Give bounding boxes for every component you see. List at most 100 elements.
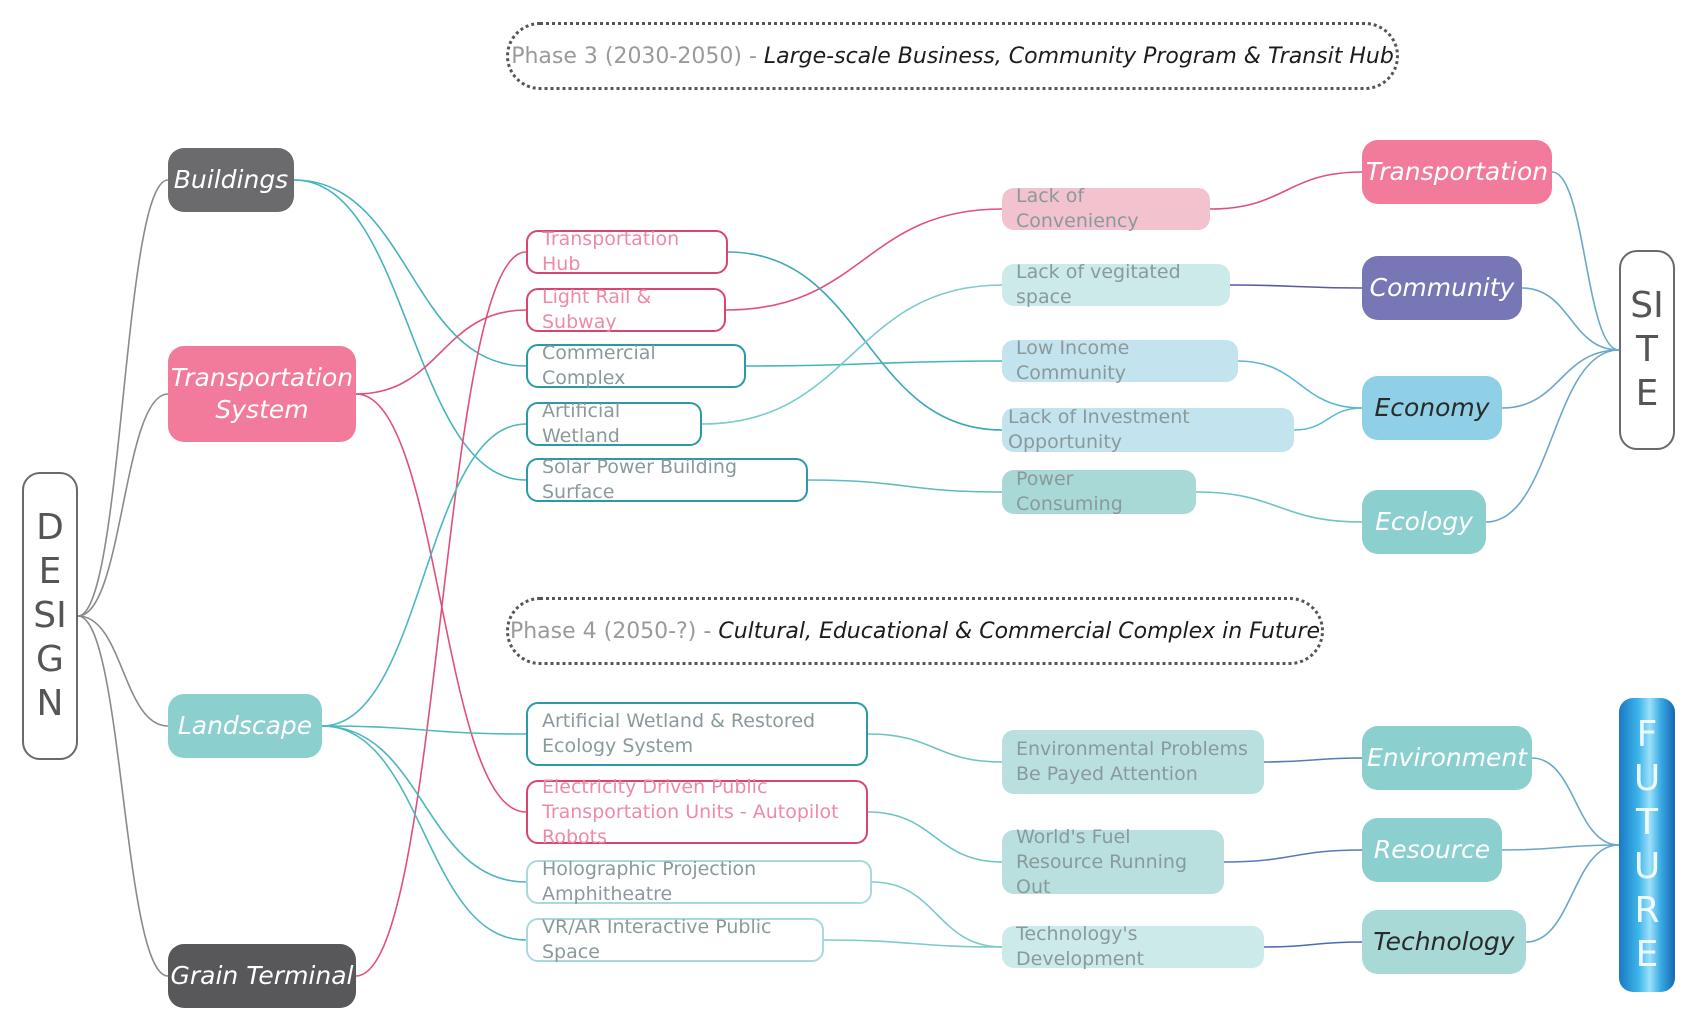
connector-vr-ar-to-tech-development: [823, 939, 1003, 948]
fuel-resource-label: World's Fuel Resource Running Out: [1016, 825, 1188, 898]
light-rail-label: Light Rail & Subway: [542, 286, 652, 333]
site-pillar-label: SITE: [1630, 285, 1664, 414]
commercial-complex-node: Commercial Complex: [526, 342, 746, 389]
resource-node: Resource: [1362, 818, 1502, 882]
env-problems-node: Environmental Problems Be Payed Attentio…: [1002, 730, 1264, 794]
connector-landscape-to-artificial-wetland: [321, 423, 527, 727]
connector-site-pillar-to-transportation: [1551, 171, 1620, 351]
artificial-wetland-label: Artificial Wetland: [542, 400, 621, 447]
lack-vegetated-node: Lack of vegitated space: [1002, 261, 1230, 308]
env-problems-label: Environmental Problems Be Payed Attentio…: [1016, 738, 1248, 785]
connector-technology-to-tech-development: [1263, 941, 1363, 948]
landscape-node: Landscape: [168, 694, 322, 758]
connector-artificial-wetland-to-lack-vegetated: [701, 284, 1003, 425]
future-pillar-label: FUTURE: [1633, 714, 1661, 975]
technology-label: Technology: [1373, 927, 1515, 956]
ecology-node: Ecology: [1362, 490, 1486, 554]
connector-transportation-hub-to-lack-investment: [727, 251, 1003, 431]
connector-design-pillar-to-buildings: [77, 179, 169, 617]
connector-environment-to-env-problems: [1263, 757, 1363, 763]
phase-3-banner: Phase 3 (2030-2050) - Large-scale Busine…: [506, 22, 1399, 90]
community-label: Community: [1369, 273, 1515, 302]
buildings-node: Buildings: [168, 148, 294, 212]
connector-site-pillar-to-ecology: [1485, 349, 1620, 523]
connector-landscape-to-holographic: [321, 725, 527, 883]
lack-convenience-label: Lack of Conveniency: [1016, 185, 1139, 232]
connector-community-to-lack-vegetated: [1229, 284, 1363, 289]
connector-light-rail-to-lack-convenience: [725, 208, 1003, 311]
lack-investment-label: Lack of Investment Opportunity: [1008, 406, 1190, 453]
low-income-label: Low Income Community: [1016, 337, 1130, 384]
phase-3-title: Large-scale Business, Community Program …: [763, 43, 1394, 69]
phase-4-title: Cultural, Educational & Commercial Compl…: [718, 618, 1321, 644]
ecology-label: Ecology: [1375, 507, 1473, 536]
connector-landscape-to-vr-ar: [321, 725, 527, 941]
lack-convenience-node: Lack of Conveniency: [1002, 185, 1210, 232]
power-consuming-node: Power Consuming: [1002, 468, 1196, 515]
tech-development-node: Technology's Development: [1002, 923, 1264, 970]
low-income-node: Low Income Community: [1002, 337, 1238, 384]
connector-site-pillar-to-economy: [1501, 349, 1620, 409]
environment-label: Environment: [1366, 743, 1528, 772]
connector-buildings-to-commercial-complex: [293, 179, 527, 367]
phase-3-dash: -: [741, 43, 764, 69]
connector-electricity-transport-to-fuel-resource: [867, 811, 1003, 863]
community-node: Community: [1362, 256, 1522, 320]
grain-terminal-node: Grain Terminal: [168, 944, 356, 1008]
electricity-transport-node: Electricity Driven Public Transportation…: [526, 776, 868, 848]
connector-design-pillar-to-grain-terminal: [77, 615, 169, 977]
phase-4-label: Phase 4 (2050-?): [509, 618, 697, 644]
phase-4-dash: -: [696, 618, 719, 644]
connector-resource-to-fuel-resource: [1223, 849, 1363, 863]
wetland-restored-node: Artificial Wetland & Restored Ecology Sy…: [526, 702, 868, 766]
design-pillar-label: DESIGN: [33, 507, 67, 724]
solar-power-node: Solar Power Building Surface: [526, 456, 808, 503]
connector-future-pillar-to-technology: [1525, 844, 1620, 943]
vr-ar-node: VR/AR Interactive Public Space: [526, 916, 824, 963]
light-rail-node: Light Rail & Subway: [526, 286, 726, 333]
connector-transportation-system-to-light-rail: [355, 309, 527, 395]
connector-economy-to-low-income: [1237, 360, 1363, 409]
wetland-restored-label: Artificial Wetland & Restored Ecology Sy…: [542, 710, 816, 757]
transportation-hub-label: Transportation Hub: [542, 228, 680, 275]
connector-landscape-to-wetland-restored: [321, 725, 527, 735]
commercial-complex-label: Commercial Complex: [542, 342, 656, 389]
site-pillar: SITE: [1619, 250, 1675, 450]
electricity-transport-label: Electricity Driven Public Transportation…: [542, 775, 839, 848]
transportation-system-label: Transportation System: [170, 363, 354, 424]
vr-ar-label: VR/AR Interactive Public Space: [542, 916, 772, 963]
lack-vegetated-label: Lack of vegitated space: [1016, 261, 1181, 308]
transportation-hub-node: Transportation Hub: [526, 228, 728, 275]
economy-node: Economy: [1362, 376, 1502, 440]
phase-4-banner: Phase 4 (2050-?) - Cultural, Educational…: [506, 597, 1324, 665]
connector-buildings-to-solar-power: [293, 179, 527, 481]
future-pillar: FUTURE: [1619, 698, 1675, 992]
connector-design-pillar-to-landscape: [77, 615, 169, 727]
connector-grain-terminal-to-transportation-hub: [355, 251, 527, 977]
artificial-wetland-node: Artificial Wetland: [526, 400, 702, 447]
connector-wetland-restored-to-env-problems: [867, 733, 1003, 763]
technology-node: Technology: [1362, 910, 1526, 974]
fuel-resource-node: World's Fuel Resource Running Out: [1002, 826, 1224, 898]
transportation-label: Transportation: [1365, 157, 1549, 186]
connector-design-pillar-to-transportation-system: [77, 393, 169, 617]
holographic-node: Holographic Projection Amphitheatre: [526, 858, 872, 905]
connector-economy-to-lack-investment: [1293, 407, 1363, 431]
phase-3-label: Phase 3 (2030-2050): [511, 43, 742, 69]
design-pillar: DESIGN: [22, 472, 78, 760]
economy-label: Economy: [1374, 393, 1490, 422]
buildings-label: Buildings: [173, 165, 289, 194]
holographic-label: Holographic Projection Amphitheatre: [542, 858, 757, 905]
tech-development-label: Technology's Development: [1016, 923, 1144, 970]
lack-investment-node: Lack of Investment Opportunity: [1002, 406, 1294, 453]
resource-label: Resource: [1373, 835, 1491, 864]
landscape-label: Landscape: [177, 711, 313, 740]
connector-commercial-complex-to-low-income: [745, 360, 1003, 367]
transportation-node: Transportation: [1362, 140, 1552, 204]
environment-node: Environment: [1362, 726, 1532, 790]
connector-future-pillar-to-resource: [1501, 844, 1620, 851]
power-consuming-label: Power Consuming: [1016, 468, 1123, 515]
connector-future-pillar-to-environment: [1531, 757, 1620, 846]
connector-transportation-to-lack-convenience: [1209, 171, 1363, 210]
